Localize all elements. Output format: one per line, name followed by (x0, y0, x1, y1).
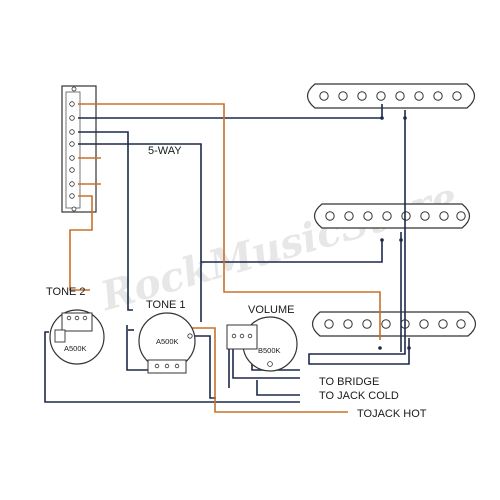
volume-label: VOLUME (248, 304, 294, 316)
bridge-pickup-body (311, 311, 477, 337)
bridge-pickup (311, 311, 477, 337)
neck-pickup-body (306, 83, 476, 109)
hot-wires (69, 103, 381, 413)
switch-lugs (69, 101, 75, 199)
neck-pickup (306, 83, 476, 109)
five-way-switch (61, 85, 97, 213)
ground-wires (44, 104, 410, 403)
tone1-label: TONE 1 (146, 299, 186, 311)
tone2-label: TONE 2 (46, 286, 86, 298)
middle-pickup-body (313, 203, 471, 229)
middle-pickup (313, 203, 471, 229)
switch-screw-top (71, 86, 77, 92)
bridge-ground-label-line2: TO JACK COLD (319, 390, 399, 402)
bridge-pickup-poles (324, 319, 466, 329)
switch-screw-bottom (71, 206, 77, 212)
switch-label: 5-WAY (148, 145, 182, 157)
volume-pot (226, 316, 298, 372)
tone2-pot (49, 309, 105, 365)
jack-hot-label: TOJACK HOT (357, 408, 427, 420)
tone2-pot-lugs (61, 312, 93, 332)
switch-lugs-strip (65, 91, 81, 209)
tone1-pot-value: A500K (156, 337, 179, 346)
solder-points (378, 116, 411, 350)
middle-pickup-poles (325, 211, 466, 221)
volume-pot-value: B500K (258, 346, 281, 355)
tone2-pot-value: A500K (64, 344, 87, 353)
tone1-pot (138, 312, 196, 374)
tone2-cap (54, 329, 66, 343)
bridge-ground-label-line1: TO BRIDGE (319, 376, 379, 388)
neck-pickup-poles (319, 91, 462, 101)
